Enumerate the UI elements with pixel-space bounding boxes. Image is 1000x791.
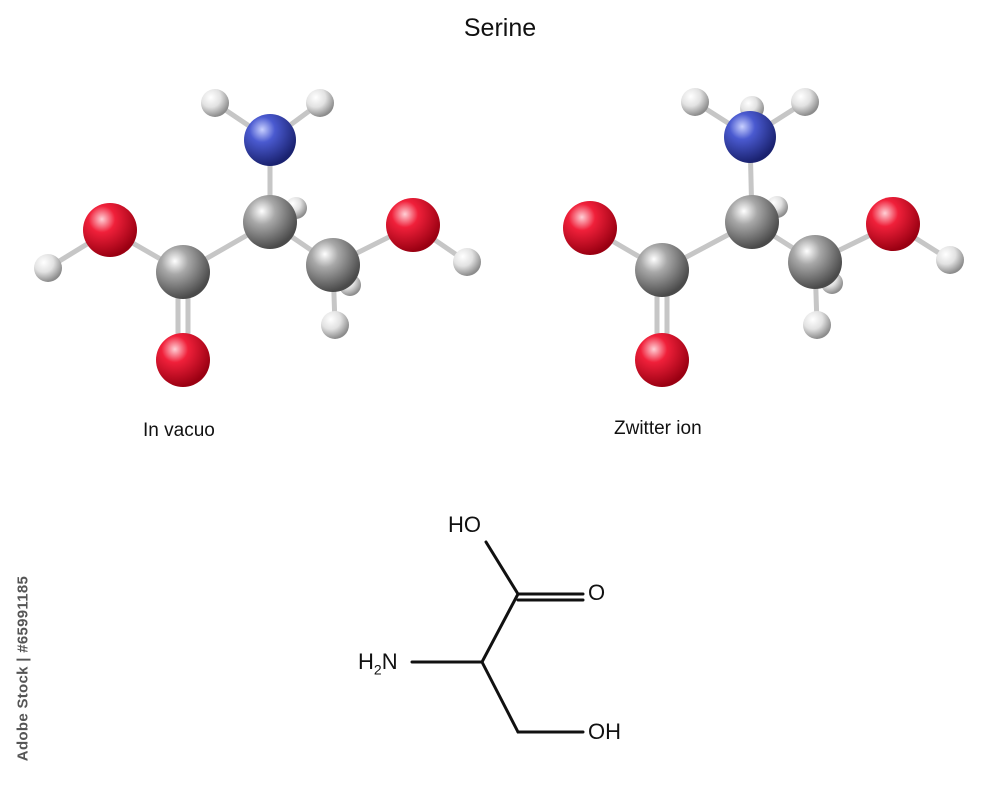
hydrogen-atom <box>453 248 481 276</box>
label-hydroxyl-bottom: OH <box>588 719 621 744</box>
oxygen-atom <box>156 333 210 387</box>
hydrogen-atom <box>681 88 709 116</box>
caption-zwitter-ion: Zwitter ion <box>614 418 702 439</box>
hydrogen-atom <box>34 254 62 282</box>
oxygen-atom <box>563 201 617 255</box>
bond-ca-cb <box>480 660 520 734</box>
atoms-right <box>563 88 964 387</box>
atoms-left <box>34 89 481 387</box>
bond-ho-c <box>484 540 520 596</box>
nitrogen-atom <box>724 111 776 163</box>
carbon-atom-beta <box>788 235 842 289</box>
nitrogen-atom <box>244 114 296 166</box>
carbon-atom-beta <box>306 238 360 292</box>
skeletal-formula <box>410 540 585 734</box>
carbon-atom-carboxyl <box>635 243 689 297</box>
label-hydroxyl-top: HO <box>448 512 481 537</box>
hydrogen-atom <box>321 311 349 339</box>
hydrogen-atom <box>936 246 964 274</box>
diagram-title: Serine <box>463 14 537 42</box>
oxygen-atom <box>83 203 137 257</box>
hydrogen-atom <box>306 89 334 117</box>
ball-and-stick-zwitter-ion <box>563 88 964 387</box>
ball-and-stick-in-vacuo <box>34 89 481 387</box>
amine-subscript: 2 <box>373 661 382 678</box>
caption-in-vacuo: In vacuo <box>143 420 215 441</box>
amine-suffix: N <box>381 649 398 674</box>
amine-prefix: H <box>358 649 374 674</box>
stock-watermark-id: Adobe Stock | #65991185 <box>14 575 32 762</box>
hydrogen-atom <box>803 311 831 339</box>
carbon-atom-alpha <box>725 195 779 249</box>
label-amine: H2N <box>358 649 398 677</box>
label-carbonyl-oxygen: O <box>588 580 606 605</box>
oxygen-atom <box>635 333 689 387</box>
carbon-atom-alpha <box>243 195 297 249</box>
oxygen-atom <box>866 197 920 251</box>
oxygen-atom <box>386 198 440 252</box>
carbon-atom-carboxyl <box>156 245 210 299</box>
bond-c-ca <box>480 592 520 664</box>
hydrogen-atom <box>791 88 819 116</box>
hydrogen-atom <box>201 89 229 117</box>
